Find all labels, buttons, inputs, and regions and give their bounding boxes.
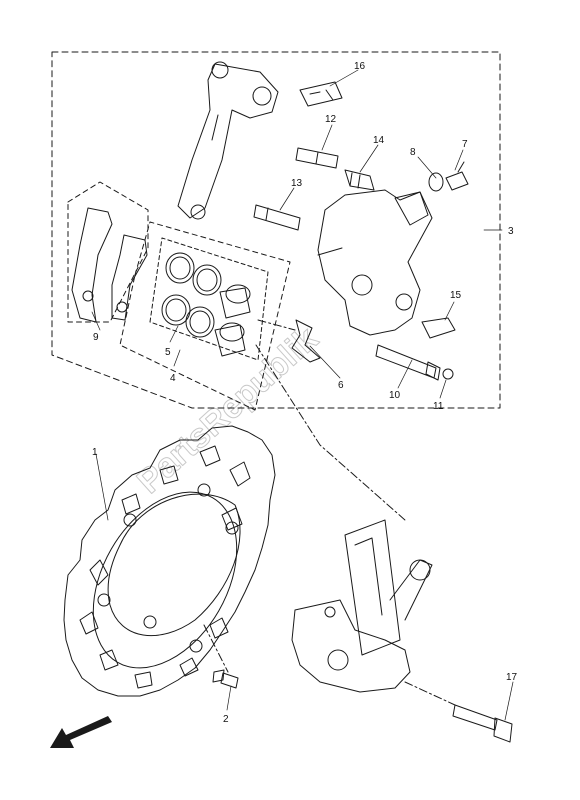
part-label-9: 9	[93, 332, 99, 343]
pad-pin-upper	[295, 147, 339, 169]
guide-lines	[203, 319, 456, 706]
part-label-4: 4	[170, 373, 176, 384]
front-arrow-icon	[50, 716, 112, 748]
pad-group-boundary	[67, 181, 149, 323]
part-label-12: 12	[325, 114, 337, 125]
fork-leg	[291, 519, 433, 693]
pin-boot	[344, 169, 375, 191]
part-label-5: 5	[165, 347, 171, 358]
seal-kit-boundary	[119, 221, 291, 411]
pad-support	[291, 319, 321, 363]
part-label-3: 3	[508, 226, 514, 237]
part-label-7: 7	[462, 139, 468, 150]
part-label-17: 17	[506, 672, 518, 683]
mounting-bolt	[452, 704, 513, 743]
part-label-15: 15	[450, 290, 462, 301]
part-label-14: 14	[373, 135, 385, 146]
watermark: PartsRepublik	[130, 320, 325, 501]
part-label-10: 10	[389, 390, 401, 401]
part-label-8: 8	[410, 147, 416, 158]
washer	[442, 368, 454, 380]
bleed-cap	[428, 172, 444, 192]
part-label-16: 16	[354, 61, 366, 72]
part-label-6: 6	[338, 380, 344, 391]
part-label-13: 13	[291, 178, 303, 189]
bleed-screw	[445, 161, 469, 191]
piston-seal-boundary	[149, 237, 269, 361]
caliper-assembly-boundary	[51, 51, 501, 409]
piston-seals	[161, 252, 222, 338]
leader-lines	[91, 69, 514, 721]
caliper-bolt	[375, 344, 441, 381]
brake-disc	[63, 425, 276, 697]
brake-pads	[71, 207, 148, 323]
guide-pin	[421, 317, 456, 339]
pistons	[214, 284, 251, 357]
part-label-11: 11	[433, 401, 444, 412]
part-label-1: 1	[92, 447, 98, 458]
disc-bolt	[212, 669, 239, 689]
pad-pin-lower	[253, 204, 301, 231]
part-label-2: 2	[223, 714, 229, 725]
pad-spring	[299, 81, 343, 107]
caliper-body	[317, 189, 433, 336]
caliper-bracket	[177, 61, 279, 220]
